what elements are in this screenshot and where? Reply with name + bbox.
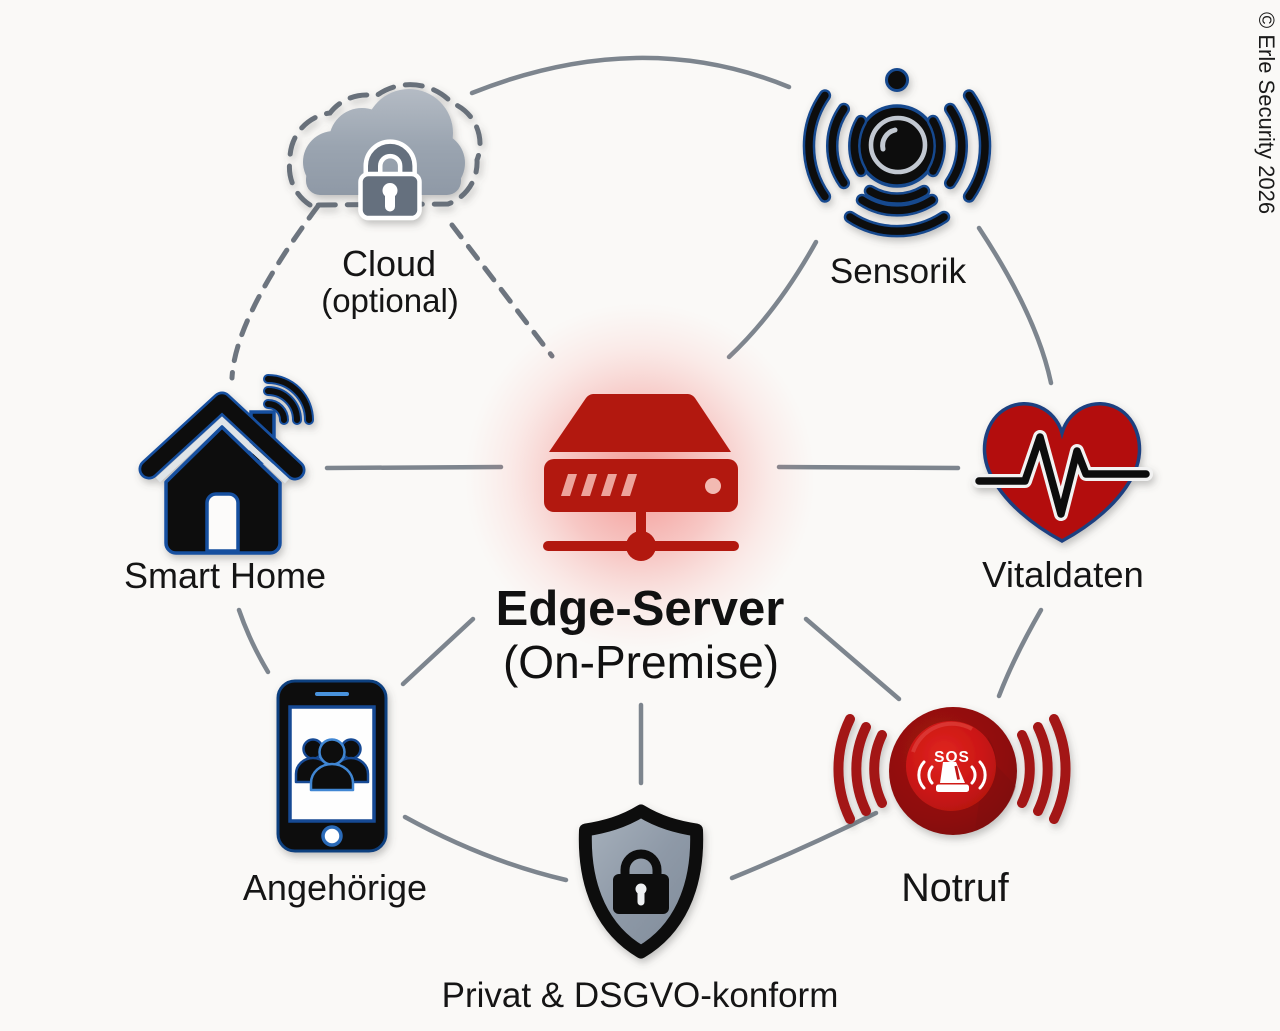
- svg-text:Angehörige: Angehörige: [243, 867, 427, 908]
- svg-text:Sensorik: Sensorik: [830, 252, 967, 291]
- svg-text:(On-Premise): (On-Premise): [503, 636, 779, 688]
- svg-text:Vitaldaten: Vitaldaten: [982, 554, 1144, 595]
- svg-text:SOS: SOS: [934, 749, 970, 766]
- svg-text:Edge-Server: Edge-Server: [496, 582, 785, 636]
- svg-text:(optional): (optional): [321, 282, 459, 319]
- svg-text:Notruf: Notruf: [901, 866, 1010, 910]
- svg-text:Cloud: Cloud: [342, 243, 436, 284]
- svg-text:Privat & DSGVO-konform: Privat & DSGVO-konform: [442, 976, 839, 1015]
- svg-text:Smart Home: Smart Home: [124, 555, 326, 596]
- svg-text:© Erle Security 2026: © Erle Security 2026: [1254, 12, 1279, 214]
